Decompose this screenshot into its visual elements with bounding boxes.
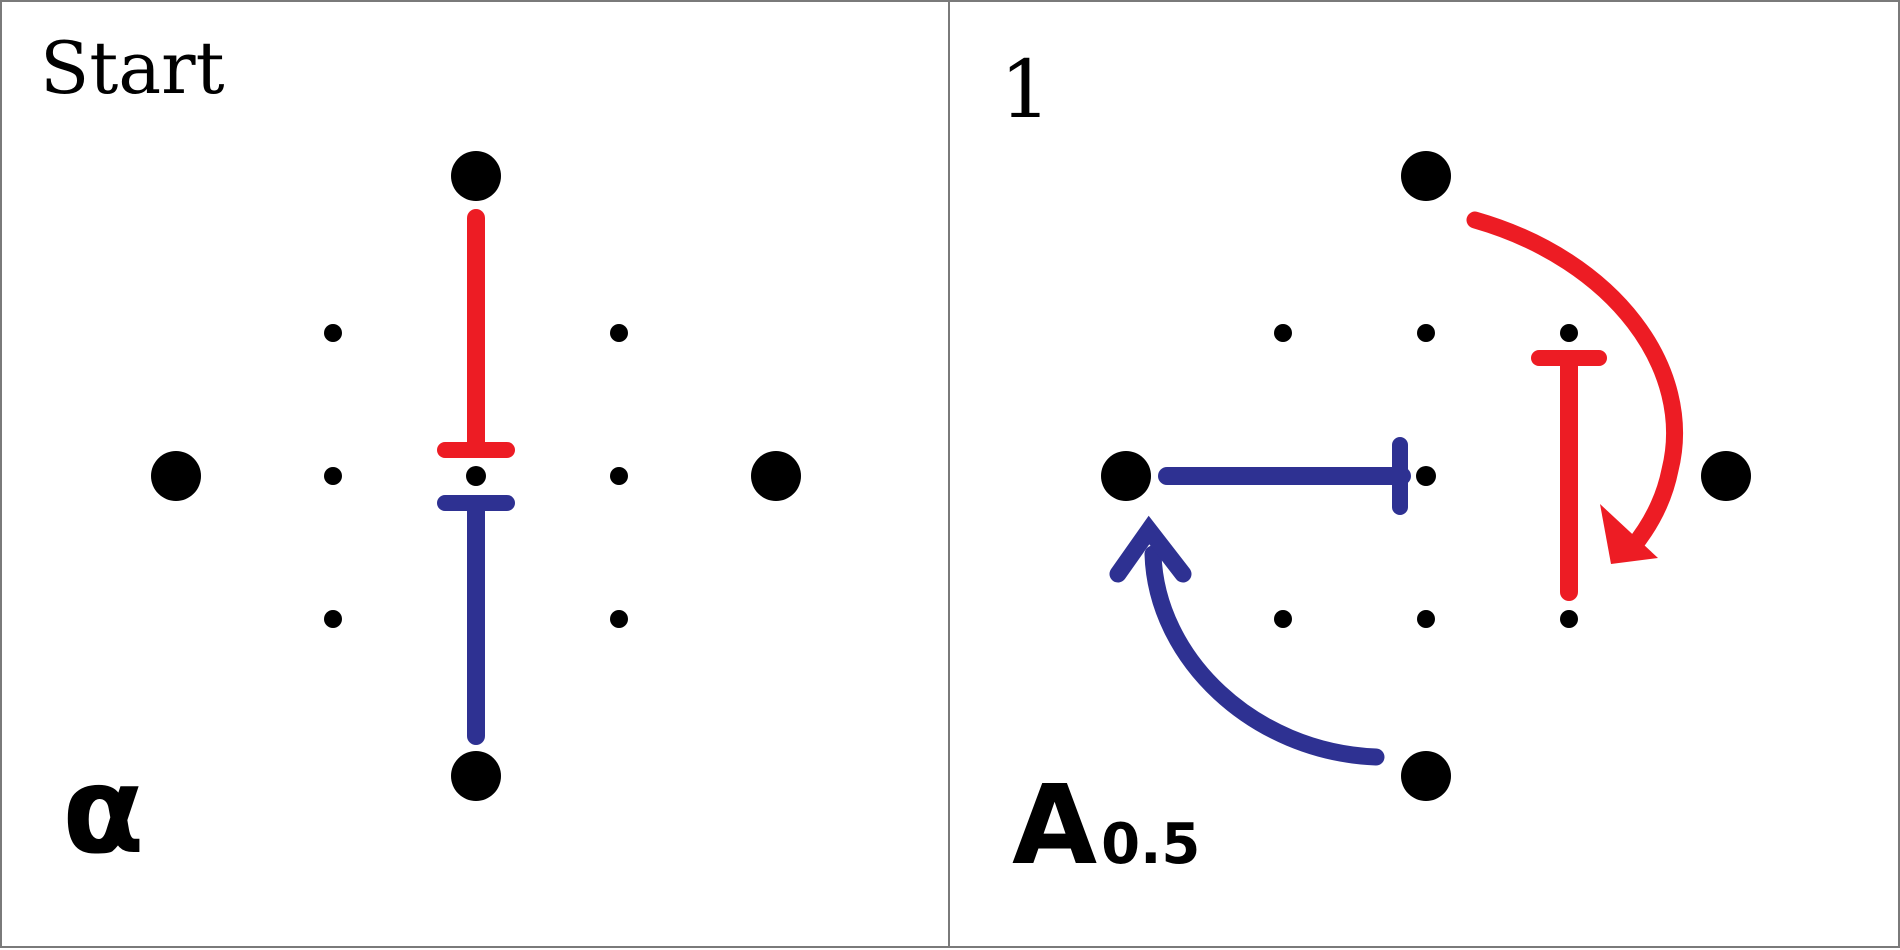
small-dot bbox=[324, 467, 342, 485]
small-dot bbox=[1560, 610, 1578, 628]
small-dot bbox=[610, 324, 628, 342]
small-dot bbox=[1560, 324, 1578, 342]
panel-start: Start α bbox=[0, 0, 950, 948]
large-dot-right bbox=[1701, 451, 1751, 501]
large-dots bbox=[1101, 151, 1751, 801]
small-dot bbox=[610, 467, 628, 485]
small-dot bbox=[324, 610, 342, 628]
diagram-start bbox=[151, 151, 801, 801]
large-dot-top bbox=[1401, 151, 1451, 201]
panel-title: Start bbox=[40, 26, 225, 110]
small-dot bbox=[1416, 466, 1436, 486]
gate-label-subscript: 0.5 bbox=[1101, 812, 1201, 877]
small-dot bbox=[1274, 324, 1292, 342]
blue-rotation-arrow bbox=[1109, 515, 1385, 766]
small-dot bbox=[1417, 324, 1435, 342]
panel-step-1: 1 A0.5 bbox=[948, 0, 1900, 948]
small-dot bbox=[324, 324, 342, 342]
large-dot-right bbox=[751, 451, 801, 501]
large-dot-bottom bbox=[451, 751, 501, 801]
small-dots bbox=[1274, 324, 1578, 628]
gate-label-main: A bbox=[1012, 761, 1098, 889]
red-rotation-arrow bbox=[1466, 211, 1683, 564]
small-dot bbox=[610, 610, 628, 628]
large-dots bbox=[151, 151, 801, 801]
small-dot bbox=[1274, 610, 1292, 628]
large-dot-left bbox=[151, 451, 201, 501]
large-dot-bottom bbox=[1401, 751, 1451, 801]
large-dot-top bbox=[451, 151, 501, 201]
large-dot-left bbox=[1101, 451, 1151, 501]
red-bar bbox=[1531, 350, 1607, 601]
small-dot bbox=[466, 466, 486, 486]
panel-title: 1 bbox=[1000, 43, 1051, 136]
small-dot bbox=[1417, 610, 1435, 628]
gate-label: A0.5 bbox=[1012, 770, 1200, 880]
alpha-symbol: α bbox=[62, 742, 145, 881]
diagram-step-1 bbox=[1101, 151, 1751, 801]
blue-bar bbox=[437, 495, 515, 745]
red-bar bbox=[437, 209, 515, 458]
blue-bar bbox=[1158, 437, 1411, 515]
